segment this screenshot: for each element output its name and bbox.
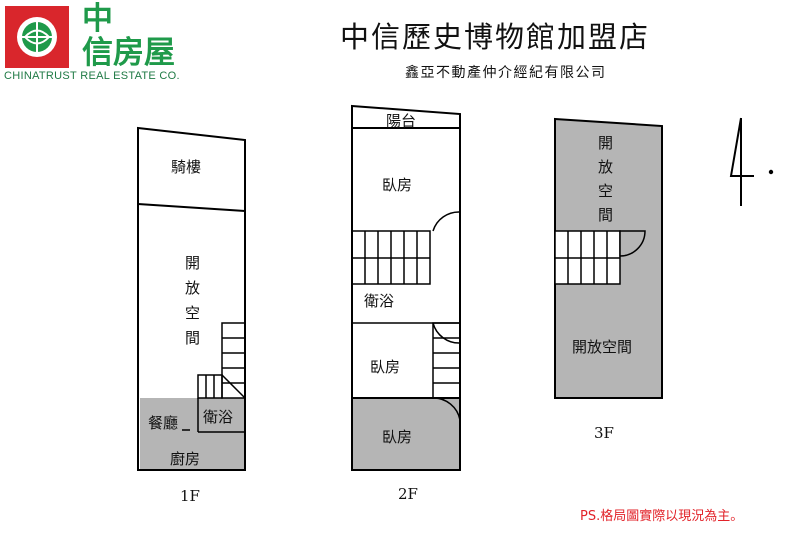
stairs-2f [351, 211, 461, 421]
room-bedroom-2: 臥房 [370, 358, 400, 376]
logo-emblem [5, 6, 69, 68]
room-bedroom-1: 臥房 [382, 176, 412, 194]
dining-area [140, 398, 198, 440]
disclaimer-note: PS.格局圖實際以現況為主。 [580, 509, 744, 524]
floor-label-3f: 3F [594, 424, 614, 442]
room-bath-1f: 衛浴 [203, 408, 233, 426]
room-dining: 餐廳 [148, 414, 178, 432]
company-name: 鑫亞不動產仲介經紀有限公司 [405, 65, 607, 81]
room-bedroom-3: 臥房 [382, 428, 412, 446]
stairs-1f [197, 322, 246, 399]
room-open-space-3f: 開放空間 [572, 338, 632, 356]
room-open-space-3f-top: 開放空間 [598, 134, 613, 224]
page-title: 中信歷史博物館加盟店 [340, 20, 651, 54]
floor-label-1f: 1F [180, 487, 200, 505]
room-open-space-1f: 開放空間 [185, 254, 200, 347]
floor-1f-plan: 騎樓 開放空間 餐廳 衛浴 廚房 [137, 126, 246, 471]
kitchen-area [140, 440, 245, 470]
stairs-3f [554, 230, 646, 285]
room-balcony: 陽台 [386, 112, 416, 130]
bath-area-1f [198, 398, 245, 440]
room-bath-2f: 衛浴 [364, 292, 394, 310]
floor-label-2f: 2F [398, 485, 418, 503]
bedroom3-area [352, 398, 460, 470]
room-arcade: 騎樓 [171, 158, 201, 176]
logo-text-en: CHINATRUST REAL ESTATE CO. [4, 70, 180, 82]
room-kitchen: 廚房 [170, 450, 200, 468]
north-arrow-icon [729, 117, 774, 206]
globe-icon [17, 17, 57, 57]
floor-2f-plan: 陽台 臥房 衛浴 臥房 臥房 [351, 104, 461, 471]
floor-3f-plan: 開放空間 開放空間 [554, 117, 663, 399]
logo-text-cn: 中 信房屋 [82, 1, 175, 71]
